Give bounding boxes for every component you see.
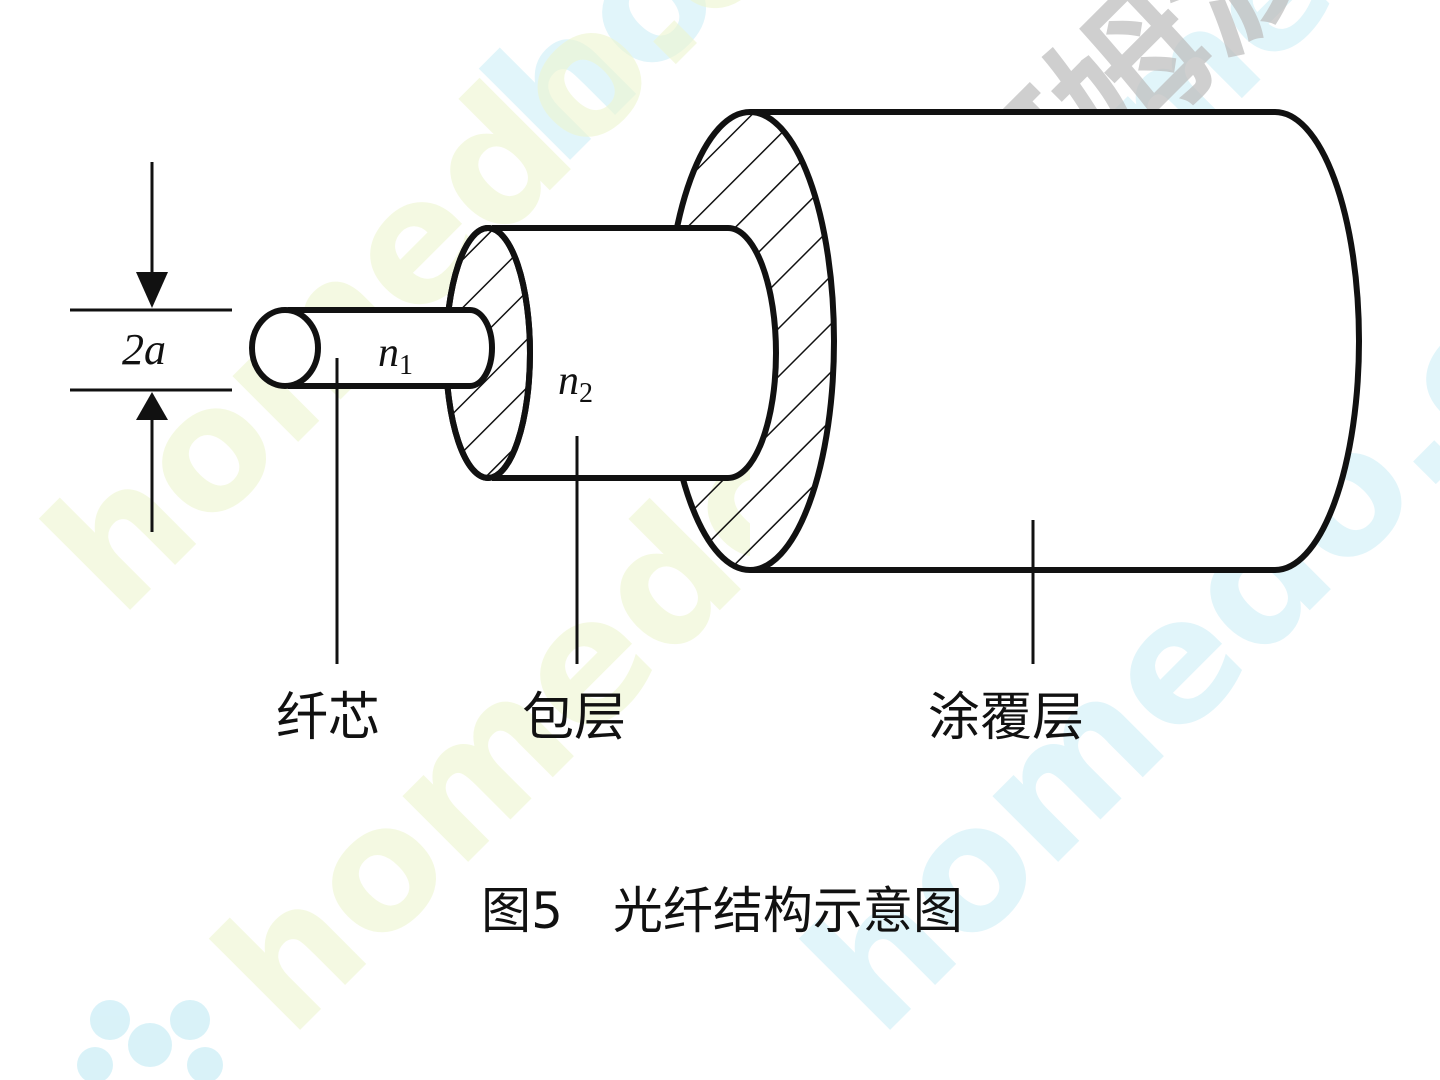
leader-lines: [335, 358, 1035, 664]
core-end-face: [249, 307, 321, 389]
diameter-label: 2a: [122, 325, 166, 374]
core-label: 纤芯: [276, 688, 380, 748]
coating-body: [750, 109, 1362, 573]
cladding-layer: [443, 225, 779, 481]
core-index-label: n1: [378, 330, 413, 381]
arrow-down-icon: [136, 272, 168, 308]
arrow-up-icon: [136, 392, 168, 420]
cladding-label: 包层: [522, 688, 626, 748]
cladding-index-label: n2: [558, 358, 593, 409]
figure-caption: 图5 光纤结构示意图: [481, 882, 963, 940]
watermark-logo-icon: [77, 1000, 223, 1080]
diameter-dimension: [70, 162, 232, 532]
fiber-core: [249, 307, 495, 389]
core-body: [288, 307, 495, 389]
cladding-body: [492, 225, 779, 481]
coating-label: 涂覆层: [928, 688, 1084, 748]
